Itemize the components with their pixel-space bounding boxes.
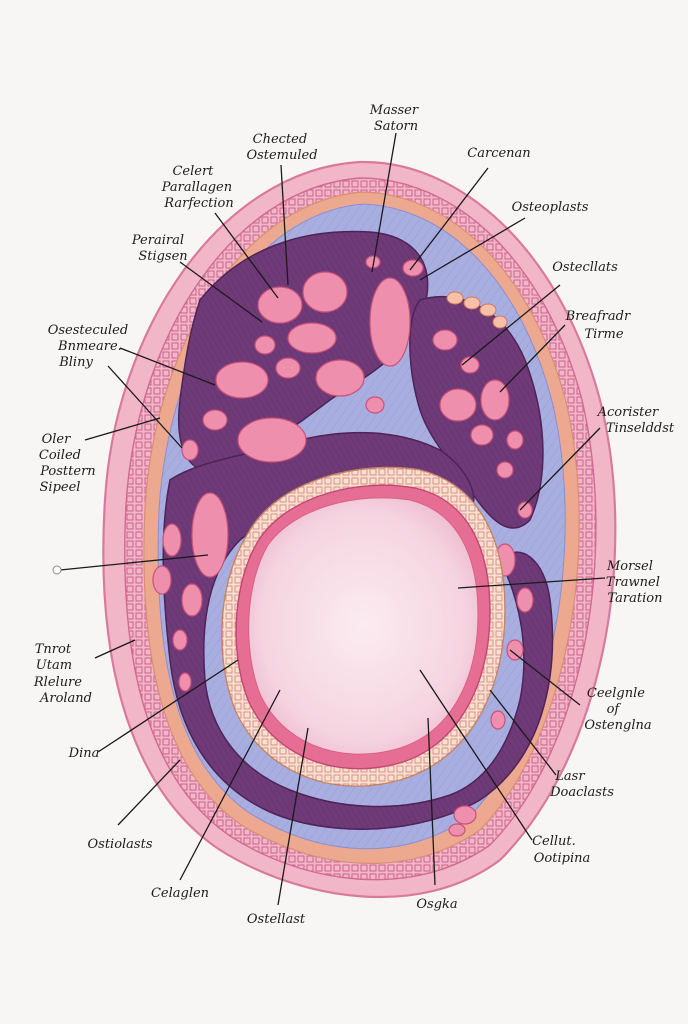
label-ceelgnle: Ceelgnle of Ostenglna	[584, 686, 651, 733]
pin-marker	[52, 565, 62, 575]
label-osesteculed: Osesteculed Bnmeare. Bliny	[48, 323, 133, 370]
label-breafradr-tirme: Breafradr Tirme	[565, 309, 635, 342]
label-perairal-stigsen: Perairal Stigsen	[131, 233, 188, 264]
label-tnrot: Tnrot Utam Rlelure Aroland	[33, 642, 92, 706]
label-osteoplasts: Osteoplasts	[512, 200, 589, 215]
label-oler-coiled: Oler Coiled Posttern Sipeel	[39, 432, 100, 495]
label-dina: Dina	[68, 746, 100, 761]
label-ostellast: Ostellast	[247, 912, 306, 927]
label-osgka: Osgka	[416, 897, 457, 912]
label-masser-satorn: Masser Satorn	[369, 103, 422, 134]
label-group: Masser Satorn Chected Ostemuled Carcenan…	[33, 103, 675, 927]
label-acorister: Acorister Tinselddst	[597, 405, 675, 436]
label-celert: Celert Parallagen Rarfection	[161, 164, 236, 211]
label-lasr: Lasr Doaclasts	[549, 769, 614, 800]
label-celaglen: Celaglen	[151, 886, 209, 901]
leader-lines	[59, 132, 606, 906]
label-carcenan: Carcenan	[467, 146, 530, 161]
label-ostiolasts: Ostiolasts	[87, 837, 152, 852]
label-ostecllats: Ostecllats	[552, 260, 618, 275]
label-cellut: Cellut. Ootipina	[532, 834, 590, 866]
label-morsel: Morsel Trawnel Taration	[606, 559, 664, 606]
marrow-cavity	[221, 466, 506, 787]
label-chected-ostemuled: Chected Ostemuled	[246, 132, 317, 163]
vascular-canals	[446, 291, 508, 329]
